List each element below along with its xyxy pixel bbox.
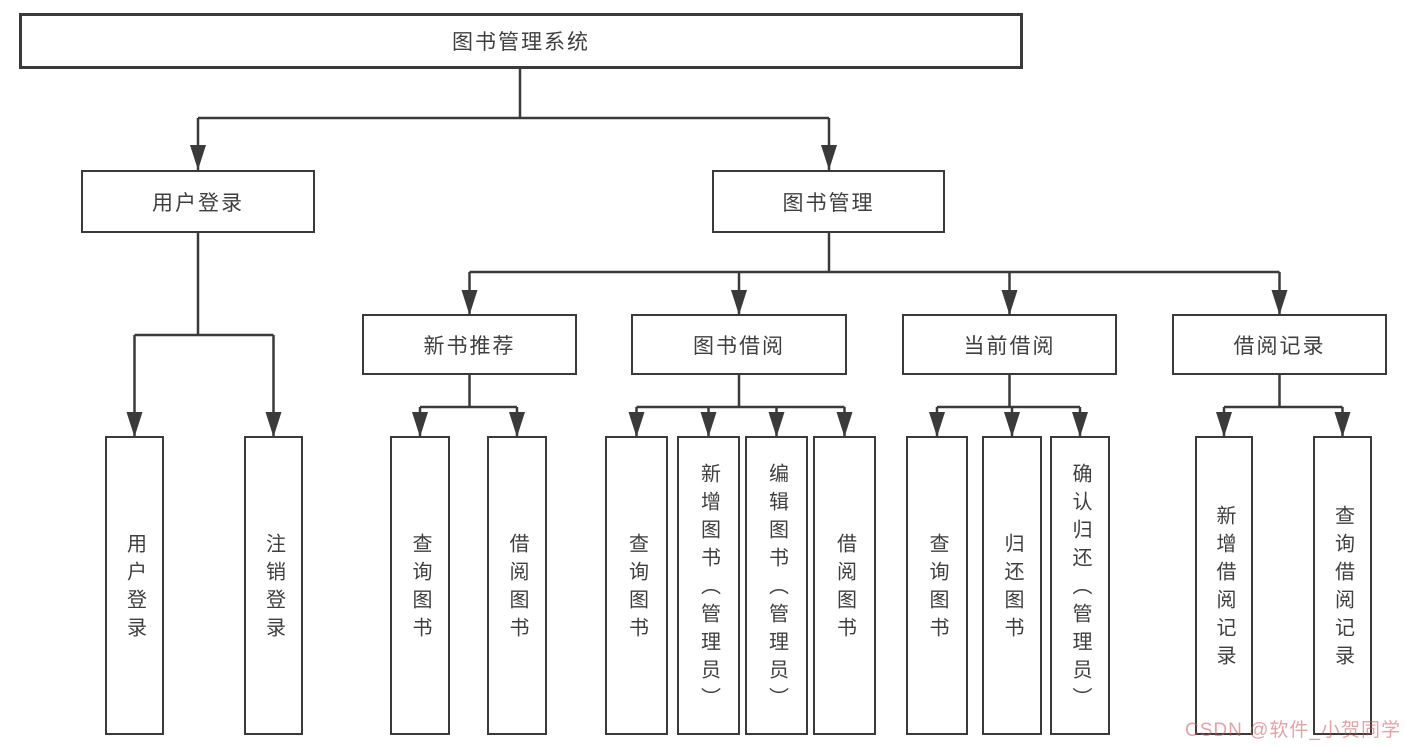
leaf-confirm-return-admin: 确认归还（管理员） bbox=[1050, 436, 1110, 735]
node-borrow-records: 借阅记录 bbox=[1172, 314, 1387, 375]
node-book-borrowing: 图书借阅 bbox=[631, 314, 847, 375]
connector-lines bbox=[126, 69, 1351, 437]
leaf-user-login: 用户登录 bbox=[105, 436, 164, 735]
leaf-return-books: 归还图书 bbox=[982, 436, 1042, 735]
leaf-borrow-books-1: 借阅图书 bbox=[487, 436, 547, 735]
leaf-search-books-1: 查询图书 bbox=[390, 436, 450, 735]
node-current-borrowing: 当前借阅 bbox=[902, 314, 1117, 375]
leaf-logout: 注销登录 bbox=[244, 436, 303, 735]
leaf-search-books-3: 查询图书 bbox=[906, 436, 968, 735]
leaf-add-borrow-record: 新增借阅记录 bbox=[1195, 436, 1253, 735]
node-user-login: 用户登录 bbox=[81, 170, 315, 233]
leaf-search-borrow-record: 查询借阅记录 bbox=[1313, 436, 1372, 735]
leaf-add-book-admin: 新增图书（管理员） bbox=[677, 436, 740, 735]
node-root: 图书管理系统 bbox=[19, 13, 1023, 69]
node-new-book-recommend: 新书推荐 bbox=[362, 314, 577, 375]
node-book-management: 图书管理 bbox=[712, 170, 945, 233]
leaf-edit-book-admin: 编辑图书（管理员） bbox=[745, 436, 808, 735]
leaf-borrow-books-2: 借阅图书 bbox=[813, 436, 876, 735]
leaf-search-books-2: 查询图书 bbox=[605, 436, 668, 735]
